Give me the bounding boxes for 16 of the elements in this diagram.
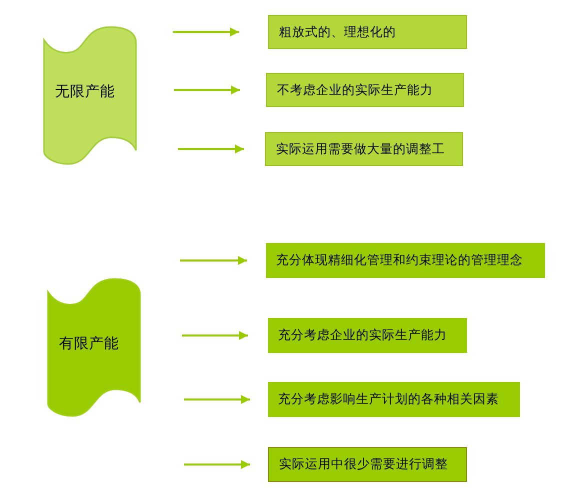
text-box: 不考虑企业的实际生产能力 bbox=[266, 73, 464, 107]
arrow bbox=[184, 395, 250, 404]
text-box: 实际运用需要做大量的调整工 bbox=[265, 132, 463, 166]
text-box: 充分考虑企业的实际生产能力 bbox=[268, 318, 467, 353]
punched-tape-shape: 无限产能 bbox=[43, 26, 137, 165]
arrow bbox=[184, 460, 250, 469]
arrow bbox=[173, 28, 239, 36]
arrow bbox=[178, 144, 244, 154]
text-box: 充分考虑影响生产计划的各种相关因素 bbox=[268, 382, 520, 417]
punched-tape-shape: 有限产能 bbox=[47, 278, 141, 417]
text-box: 实际运用中很少需要进行调整 bbox=[268, 447, 467, 482]
arrow bbox=[182, 331, 248, 340]
text-box: 粗放式的、理想化的 bbox=[268, 15, 467, 49]
text-box: 充分体现精细化管理和约束理论的管理理念 bbox=[266, 243, 545, 278]
arrow bbox=[180, 256, 247, 265]
arrow bbox=[174, 86, 240, 94]
